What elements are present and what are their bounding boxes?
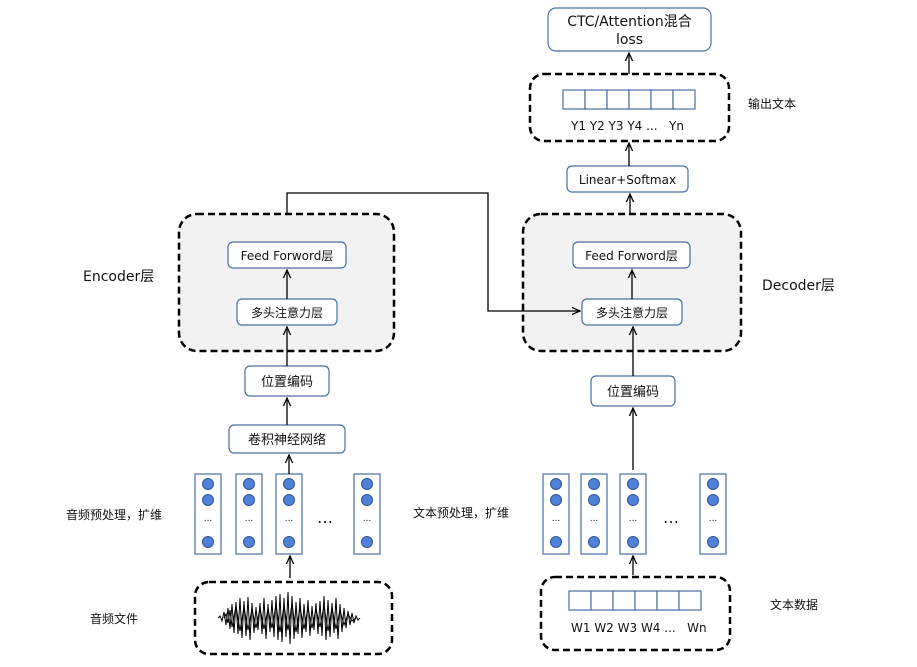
vector-dots-label: ...: [204, 514, 213, 524]
encoder-feed-forward-box: Feed Forword层: [227, 241, 347, 269]
decoder-feed-forward-label: Feed Forword层: [585, 249, 678, 263]
vector-dots-label: ...: [245, 514, 254, 524]
vector-element-dot: [361, 494, 373, 506]
loss-label-line1: CTC/Attention混合: [567, 14, 692, 30]
encoder-columns-ellipsis: …: [317, 508, 333, 527]
cnn-box: 卷积神经网络: [228, 424, 346, 454]
vector-dots-label: ...: [285, 514, 294, 524]
vector-column: ...: [542, 473, 570, 555]
audio-preprocess-label: 音频预处理，扩维: [66, 507, 162, 522]
vector-element-dot: [243, 536, 255, 548]
vector-element-dot: [361, 536, 373, 548]
vector-element-dot: [588, 536, 600, 548]
vector-element-dot: [707, 494, 719, 506]
vector-element-dot: [550, 536, 562, 548]
vector-element-dot: [588, 478, 600, 490]
flow-arrows: [287, 53, 633, 578]
vector-column: ...: [353, 473, 381, 555]
vector-dots-label: ...: [552, 514, 561, 524]
vector-column: ...: [235, 473, 263, 555]
vector-column: ...: [699, 473, 727, 555]
encoder-pos-encoding-box: 位置编码: [244, 365, 330, 397]
vector-element-dot: [627, 536, 639, 548]
text-data-group: [539, 575, 732, 652]
input-tokens-label: W1 W2 W3 W4 ... Wn: [571, 621, 707, 635]
vector-element-dot: [707, 478, 719, 490]
vector-element-dot: [283, 494, 295, 506]
linear-softmax-box: Linear+Softmax: [566, 165, 689, 193]
vector-element-dot: [550, 494, 562, 506]
output-tokens-label: Y1 Y2 Y3 Y4 ... Yn: [570, 119, 684, 133]
loss-label-line2: loss: [616, 32, 643, 48]
text-data-label: 文本数据: [770, 597, 818, 612]
vector-element-dot: [627, 478, 639, 490]
decoder-feed-forward-box: Feed Forword层: [572, 241, 691, 269]
encoder-layer-label: Encoder层: [83, 269, 154, 285]
vector-column: ...: [580, 473, 608, 555]
encoder-feed-forward-label: Feed Forword层: [241, 249, 334, 263]
vector-element-dot: [283, 478, 295, 490]
decoder-attention-label: 多头注意力层: [596, 305, 668, 320]
vector-element-dot: [243, 494, 255, 506]
loss-box: CTC/Attention混合 loss: [547, 7, 712, 52]
cnn-label: 卷积神经网络: [248, 432, 326, 448]
vector-element-dot: [202, 478, 214, 490]
vector-element-dot: [588, 494, 600, 506]
vector-column: ...: [619, 473, 647, 555]
linear-softmax-label: Linear+Softmax: [579, 173, 676, 187]
vector-dots-label: ...: [363, 514, 372, 524]
text-preprocess-label: 文本预处理，扩维: [413, 505, 509, 520]
vector-element-dot: [361, 478, 373, 490]
vector-element-dot: [243, 478, 255, 490]
vector-element-dot: [202, 494, 214, 506]
input-token-cells: [568, 590, 702, 611]
vector-dots-label: ...: [709, 514, 718, 524]
output-token-cells: [562, 89, 696, 110]
vector-element-dot: [550, 478, 562, 490]
decoder-pos-encoding-label: 位置编码: [607, 385, 659, 400]
decoder-layer-label: Decoder层: [762, 278, 835, 294]
decoder-pos-encoding-box: 位置编码: [590, 375, 676, 407]
vector-element-dot: [283, 536, 295, 548]
vector-dots-label: ...: [629, 514, 638, 524]
vector-column: ...: [275, 473, 303, 555]
vector-element-dot: [707, 536, 719, 548]
vector-element-dot: [627, 494, 639, 506]
vector-columns: ........................: [194, 473, 727, 555]
arrow-encoder-to-decoder: [286, 192, 580, 311]
encoder-attention-box: 多头注意力层: [236, 298, 338, 326]
output-text-label: 输出文本: [748, 96, 796, 111]
decoder-attention-box: 多头注意力层: [581, 298, 683, 326]
vector-element-dot: [202, 536, 214, 548]
audio-file-label: 音频文件: [90, 611, 138, 626]
audio-waveform-icon: [217, 591, 361, 645]
encoder-attention-label: 多头注意力层: [251, 305, 323, 320]
vector-column: ...: [194, 473, 222, 555]
encoder-pos-encoding-label: 位置编码: [261, 375, 313, 390]
vector-dots-label: ...: [590, 514, 599, 524]
audio-waveform-inner: [223, 603, 357, 633]
decoder-columns-ellipsis: …: [663, 508, 679, 527]
